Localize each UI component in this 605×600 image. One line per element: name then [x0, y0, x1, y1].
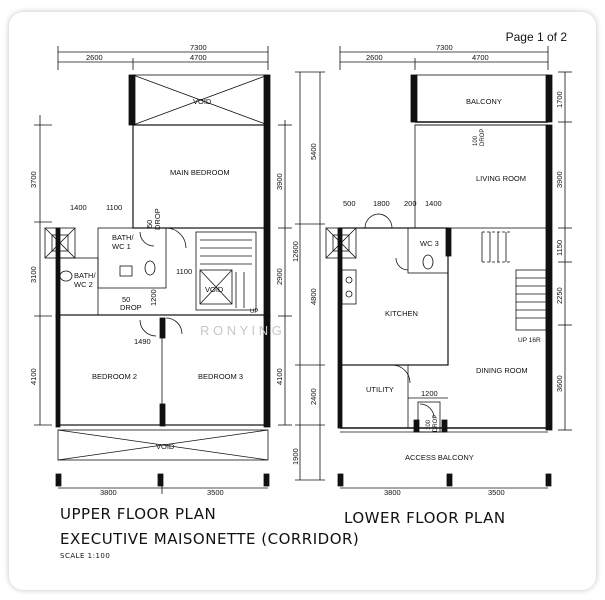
lower-dim-1200: 1200	[421, 389, 438, 398]
lower-dim-1800: 1800	[373, 199, 390, 208]
door-arc-1	[165, 227, 187, 249]
utility-label: UTILITY	[366, 385, 394, 394]
upper-floor-subtitle: EXECUTIVE MAISONETTE (CORRIDOR)	[60, 530, 360, 548]
drop1-label-a: 50	[145, 220, 154, 228]
upper-void-mid	[199, 269, 233, 305]
kitchen-label: KITCHEN	[385, 309, 418, 318]
watermark: R O N Y I N G	[200, 323, 282, 338]
drop-bot-label-a: 100	[426, 419, 432, 430]
wc3-label: WC 3	[420, 239, 439, 248]
living-room-label: LIVING ROOM	[476, 174, 526, 183]
bath-wc2-label-a: BATH/	[74, 271, 96, 280]
lower-dim-bottom-left: 3800	[384, 488, 401, 497]
lower-dim-top-left: 2600	[366, 53, 383, 62]
toilet-1	[144, 260, 156, 276]
upper-floor-title: UPPER FLOOR PLAN	[60, 505, 217, 523]
upper-dim-right-2: 2900	[275, 268, 284, 285]
utility-door-arc	[391, 364, 411, 384]
upper-staircase	[195, 231, 257, 311]
bedroom3-label: BEDROOM 3	[198, 372, 243, 381]
lower-dim-top-total: 7300	[436, 43, 453, 52]
lower-dim-1400: 1400	[425, 199, 442, 208]
upper-void-top-label: VOID	[193, 97, 212, 106]
upper-dim-left-2: 3100	[29, 266, 38, 283]
kitchen-door-arc-2	[377, 213, 393, 229]
bedroom2-label: BEDROOM 2	[92, 372, 137, 381]
lower-dim-top-right: 4700	[472, 53, 489, 62]
upper-dim-bath-w1: 1400	[70, 203, 87, 212]
access-balcony-label: ACCESS BALCONY	[405, 453, 474, 462]
door-arc-2	[139, 231, 155, 247]
upper-floor-plan	[34, 46, 292, 494]
upper-void-mid-label: VOID	[205, 285, 224, 294]
lower-dim-right-5: 3600	[555, 375, 564, 392]
page-frame	[9, 12, 596, 590]
lower-dim-right-4: 2250	[555, 287, 564, 304]
upper-void-bottom-label: VOID	[156, 442, 175, 451]
door-arc-4	[165, 317, 183, 335]
kitchen-counter	[341, 269, 357, 305]
lower-dim-left-1: 5400	[309, 143, 318, 160]
upper-dim-left-3: 4100	[29, 368, 38, 385]
drop-top-label-a: 100	[473, 135, 479, 146]
upper-dim-mid-1200: 1200	[149, 289, 158, 306]
upper-dim-bath-w2: 1100	[106, 203, 122, 212]
lower-floor-title: LOWER FLOOR PLAN	[344, 509, 506, 527]
drop-top-label-b: DROP	[480, 129, 486, 146]
lower-dim-bottom-right: 3500	[488, 488, 505, 497]
bath-wc1-label-a: BATH/	[112, 233, 134, 242]
page-label: Page 1 of 2	[505, 30, 567, 44]
up16r-label: UP 16R	[518, 337, 541, 344]
upper-dim-mid-1100: 1100	[176, 267, 192, 276]
upper-dim-mid-1490: 1490	[134, 337, 151, 346]
lower-dim-right-2: 3900	[555, 171, 564, 188]
upper-dim-right-1: 3900	[275, 173, 284, 190]
lower-dim-500: 500	[343, 199, 356, 208]
upper-dim-top-total: 7300	[190, 43, 207, 52]
main-bedroom-label: MAIN BEDROOM	[170, 168, 230, 177]
bath-wc1-label-b: WC 1	[112, 242, 131, 251]
upper-floor-scale: SCALE 1:100	[60, 552, 111, 560]
drop2-label-b: DROP	[120, 303, 142, 312]
door-arc-3	[139, 319, 157, 337]
access-door-box	[417, 401, 441, 433]
lower-staircase	[481, 231, 547, 331]
lower-dim-right-3: 1150	[555, 240, 564, 256]
lower-dim-200: 200	[404, 199, 417, 208]
dining-room-label: DINING ROOM	[476, 366, 528, 375]
upper-dim-bottom-right: 3500	[207, 488, 224, 497]
bath-wc2-label-b: WC 2	[74, 280, 93, 289]
kitchen-door-arc-1	[364, 213, 380, 229]
drop2-label-a: 50	[122, 295, 130, 304]
upper-dim-left-1: 3700	[29, 171, 38, 188]
upper-dim-top-left: 2600	[86, 53, 103, 62]
lower-dim-left-4: 1900	[291, 448, 300, 465]
wc3-outline	[407, 227, 449, 274]
lower-dim-left-total: 12600	[291, 241, 300, 262]
lower-dim-left-3: 2400	[309, 388, 318, 405]
drop-bot-label-b: DROP	[433, 415, 439, 432]
upper-up-mark: UP	[250, 309, 258, 315]
lower-dim-right-1: 1700	[555, 91, 564, 108]
lower-dim-left-2: 4800	[309, 288, 318, 305]
upper-dim-bottom-left: 3800	[100, 488, 117, 497]
upper-dim-top-right: 4700	[190, 53, 207, 62]
toilet-3	[422, 254, 434, 270]
lower-floor-plan	[295, 46, 572, 489]
drop1-label-b: DROP	[153, 208, 162, 230]
balcony-label: BALCONY	[466, 97, 502, 106]
upper-void-bottom	[57, 429, 269, 461]
sink-1	[119, 265, 133, 277]
toilet-2	[59, 270, 73, 282]
upper-dim-right-3: 4100	[275, 368, 284, 385]
